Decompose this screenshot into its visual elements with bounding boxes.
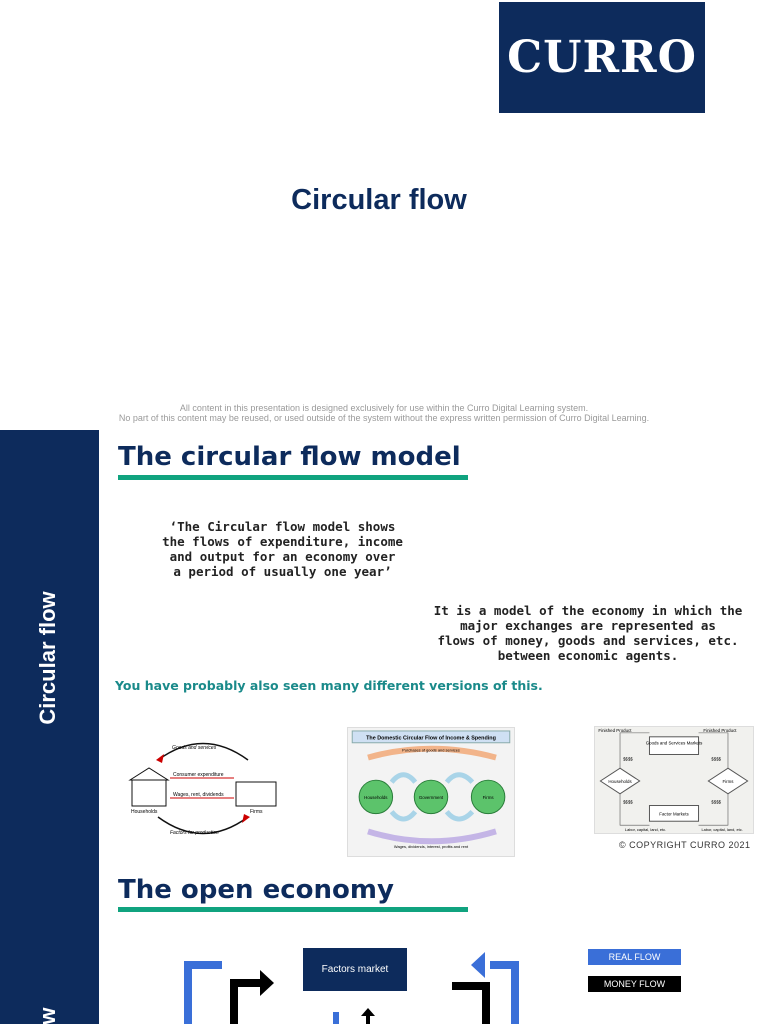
d2-top: Purchases of goods and services bbox=[402, 748, 460, 753]
d2-households: Households bbox=[364, 795, 388, 800]
heading-circular-flow-model: The circular flow model bbox=[118, 442, 461, 472]
quote-line: a period of usually one year’ bbox=[173, 564, 392, 579]
d1-factors: Factors for production bbox=[170, 830, 219, 836]
d2-firms: Firms bbox=[483, 795, 495, 800]
content-slide: Circular flow w The circular flow model … bbox=[0, 430, 768, 1024]
circular-flow-diagram-2: The Domestic Circular Flow of Income & S… bbox=[347, 727, 515, 857]
d1-goods: Goods and services bbox=[172, 745, 217, 751]
d1-households: Households bbox=[131, 809, 158, 815]
disclaimer-line-2: No part of this content may be reused, o… bbox=[118, 413, 650, 423]
versions-text: You have probably also seen many differe… bbox=[115, 678, 543, 693]
sidebar: Circular flow w bbox=[0, 430, 99, 1024]
quote-line: ‘The Circular flow model shows bbox=[169, 519, 396, 534]
d3-finished-right: Finished Product bbox=[703, 728, 737, 733]
quote-line: and output for an economy over bbox=[169, 549, 396, 564]
real-flow-legend: REAL FLOW bbox=[588, 949, 681, 965]
copyright-text: © COPYRIGHT CURRO 2021 bbox=[619, 840, 751, 850]
quote-block: ‘The Circular flow model shows the flows… bbox=[150, 519, 415, 579]
description-line: It is a model of the economy in which th… bbox=[433, 603, 743, 618]
title-slide: CURRO Circular flow All content in this … bbox=[0, 0, 768, 430]
d3-households: Households bbox=[608, 779, 632, 784]
open-economy-flow-arrows bbox=[184, 952, 519, 1024]
d3-money-tr: $$$$ bbox=[711, 756, 721, 761]
quote-line: the flows of expenditure, income bbox=[162, 534, 403, 549]
description-block: It is a model of the economy in which th… bbox=[420, 603, 756, 663]
d3-labor-left: Labor, capital, land, etc. bbox=[625, 827, 666, 832]
heading-underline-open bbox=[118, 907, 468, 912]
logo-text: CURRO bbox=[507, 32, 697, 83]
d3-firms: Firms bbox=[722, 779, 734, 784]
money-flow-legend: MONEY FLOW bbox=[588, 976, 681, 992]
d3-finished-left: Finished Product bbox=[598, 728, 632, 733]
d2-bottom: Wages, dividends, interest, profits and … bbox=[394, 844, 469, 849]
d2-government: Government bbox=[419, 795, 444, 800]
d1-consumer: Consumer expenditure bbox=[173, 772, 224, 778]
circular-flow-diagram-1: Goods and services Consumer expenditure … bbox=[128, 742, 277, 836]
curro-logo: CURRO bbox=[499, 2, 705, 113]
d3-labor-right: Labor, capital, land, etc. bbox=[701, 827, 742, 832]
d1-firms: Firms bbox=[250, 809, 263, 815]
description-line: major exchanges are represented as bbox=[460, 618, 716, 633]
description-line: between economic agents. bbox=[497, 648, 679, 663]
heading-underline bbox=[118, 475, 468, 480]
d3-goods-markets: Goods and Services Markets bbox=[646, 741, 703, 746]
d3-money-tl: $$$$ bbox=[623, 756, 633, 761]
slide-title: Circular flow bbox=[291, 184, 467, 216]
disclaimer-line-1: All content in this presentation is desi… bbox=[179, 403, 589, 413]
factors-market-box: Factors market bbox=[303, 948, 407, 991]
d3-money-br: $$$$ bbox=[711, 800, 721, 805]
heading-open-economy: The open economy bbox=[118, 875, 394, 905]
circular-flow-diagram-3: Goods and Services Markets Factor Market… bbox=[594, 726, 754, 834]
description-line: flows of money, goods and services, etc. bbox=[437, 633, 739, 648]
disclaimer: All content in this presentation is desi… bbox=[0, 403, 768, 423]
d1-wages: Wages, rent, dividends bbox=[173, 792, 224, 798]
d3-money-bl: $$$$ bbox=[623, 800, 633, 805]
d2-title: The Domestic Circular Flow of Income & S… bbox=[366, 735, 496, 741]
d3-factor-markets: Factor Markets bbox=[659, 811, 689, 816]
